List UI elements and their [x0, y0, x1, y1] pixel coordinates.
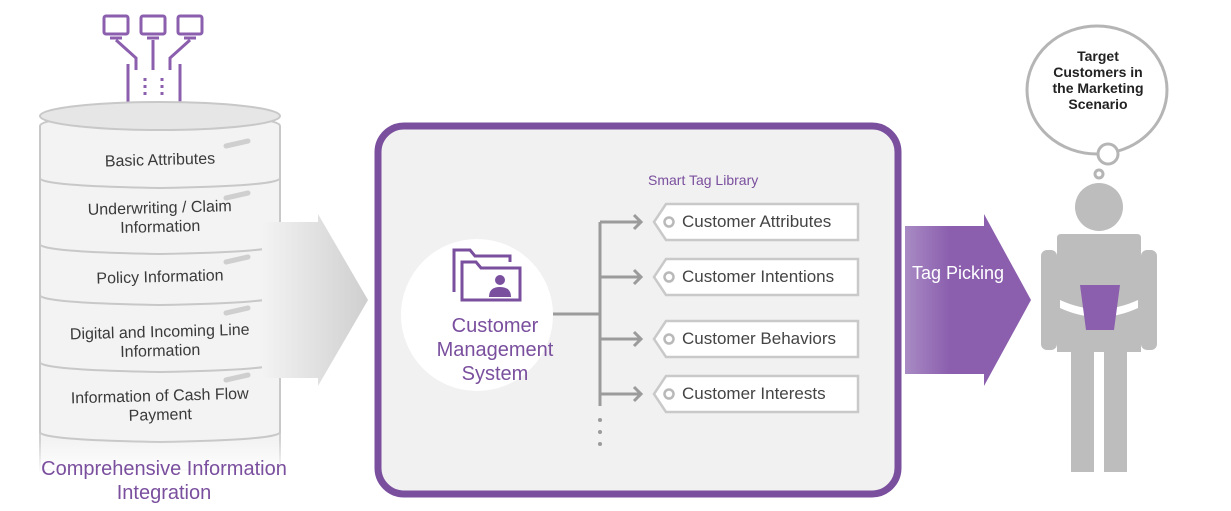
tag-customer-behaviors: Customer Behaviors: [654, 320, 860, 358]
smart-tag-library-title: Smart Tag Library: [648, 172, 759, 188]
thought-bubble: [1025, 24, 1169, 180]
folder-user-icon: [452, 248, 522, 302]
tag-shapes: [652, 202, 860, 414]
tag-picking-label: Tag Picking: [911, 263, 1005, 283]
tag-customer-intentions: Customer Intentions: [654, 258, 860, 296]
layer-underwriting-claim: Underwriting / Claim Information: [87, 198, 232, 238]
tag-connectors: [553, 213, 644, 406]
integration-caption: Comprehensive Information Integration: [41, 458, 287, 504]
cms-circle: [401, 239, 553, 391]
tag-customer-attributes: Customer Attributes: [654, 203, 860, 241]
data-stack: [38, 101, 284, 474]
tag-label: Customer Intentions: [682, 267, 835, 286]
continuation-dots: [598, 418, 602, 446]
cms-title: Customer Management System: [436, 315, 554, 385]
tag-label: Customer Attributes: [682, 212, 832, 231]
tag-customer-interests: Customer Interests: [654, 375, 860, 413]
tag-label: Customer Interests: [682, 384, 826, 403]
person-holding-cup-icon: [1041, 183, 1157, 472]
tag-label: Customer Behaviors: [682, 329, 837, 348]
layer-cash-flow-payment: Information of Cash Flow Payment: [70, 385, 249, 425]
integration-arrow: [262, 214, 368, 386]
monitors-network-icon: [102, 14, 204, 109]
target-customers-text: Target Customers in the Marketing Scenar…: [1052, 48, 1144, 112]
tag-holes: [663, 216, 675, 400]
tag-picking-arrow: [905, 214, 1031, 386]
layer-digital-incoming-line: Digital and Incoming Line Information: [69, 321, 250, 362]
